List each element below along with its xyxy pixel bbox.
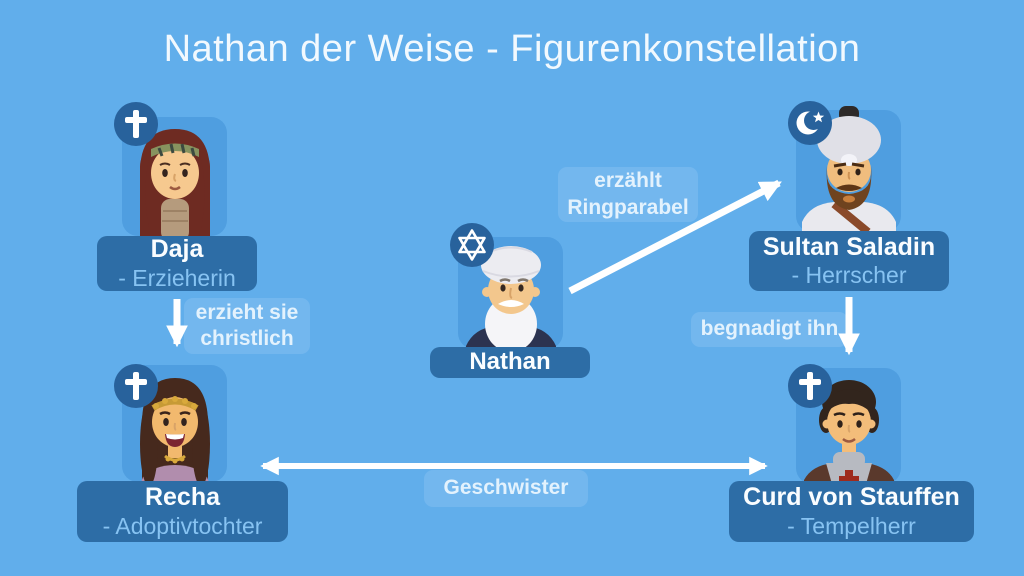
character-role: - Herrscher [791,262,907,289]
star-of-david-icon [458,229,486,261]
character-name: Sultan Saladin [762,232,936,261]
cross-icon [125,372,147,400]
relation-label-begnadigt-ihn: begnadigt ihn [691,312,848,347]
cross-icon [799,372,821,400]
relation-text-line1: begnadigt ihn [700,317,839,341]
relation-text-line2: christlich [200,327,294,350]
relation-text-line2: Ringparabel [567,195,689,219]
nathan-religion-badge [450,223,494,267]
cross-icon [125,110,147,138]
character-role: - Tempelherr [787,512,916,539]
curd-religion-badge [788,364,832,408]
relation-label-erzaehlt-ringparabel: erzählt Ringparabel [558,167,698,222]
recha-label-box: Recha - Adoptivtochter [77,481,288,542]
relation-label-geschwister: Geschwister [424,470,588,507]
relation-text-line1: erzählt [594,169,662,193]
character-name: Nathan [469,348,551,376]
relation-text-line1: erzieht sie [195,300,299,324]
saladin-label-box: Sultan Saladin - Herrscher [749,231,949,291]
daja-avatar [140,129,210,241]
character-name: Recha [144,483,221,512]
relation-text-line1: Geschwister [443,476,569,500]
character-name: Curd von Stauffen [743,483,960,512]
daja-religion-badge [114,102,158,146]
character-name: Daja [150,235,204,264]
daja-label-box: Daja - Erzieherin [97,235,257,291]
recha-avatar [138,378,212,490]
character-role: - Adoptivtochter [102,512,263,539]
relation-label-erzieht-sie-christlich: erzieht sie christlich [184,298,310,354]
recha-religion-badge [114,364,158,408]
character-role: - Erzieherin [118,264,236,291]
curd-label-box: Curd von Stauffen - Tempelherr [729,481,974,542]
crescent-star-icon [796,111,825,135]
saladin-religion-badge [788,101,832,145]
saladin-avatar [802,106,896,234]
page-title: Nathan der Weise - Figurenkonstellation [163,28,861,70]
nathan-label-box: Nathan [430,347,590,378]
